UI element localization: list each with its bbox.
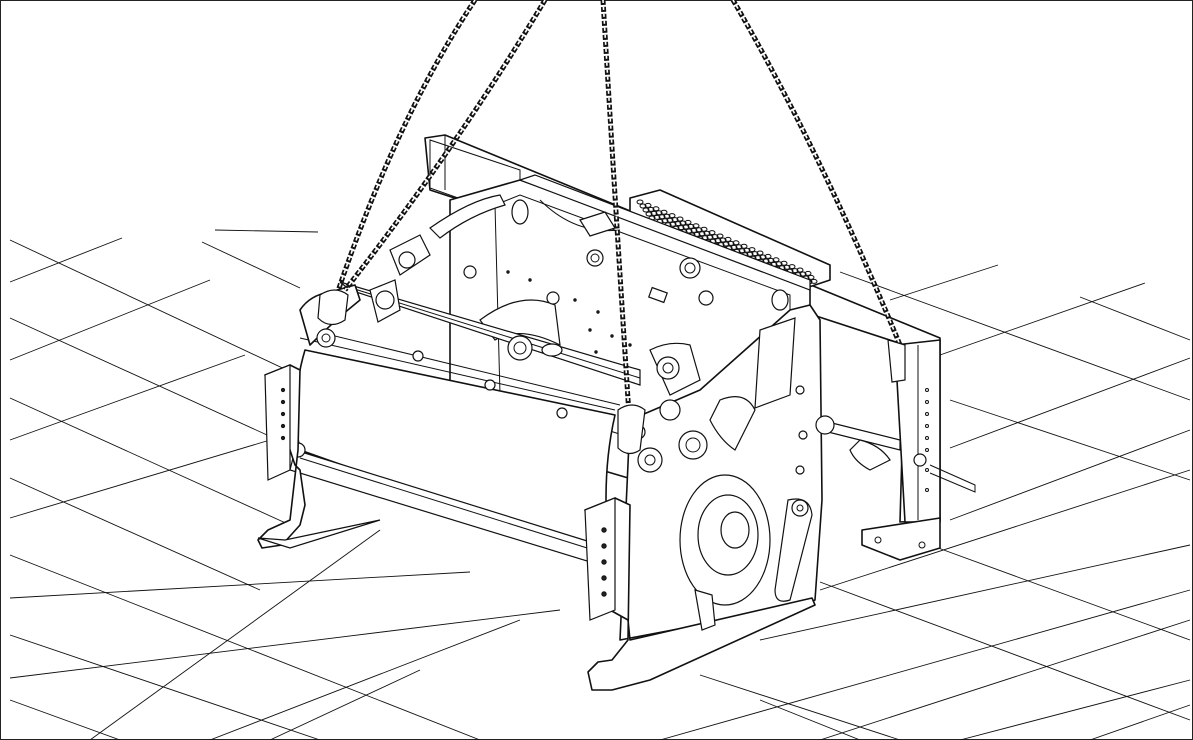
perforation-hole [639,203,647,209]
left-plate-holes [280,387,286,441]
perforation-hole [650,210,658,216]
perforation-hole [645,211,653,217]
perforation-hole [668,213,676,219]
perforation-hole [748,247,756,253]
right-plate-holes [601,527,607,597]
chain-hooks [317,289,906,455]
perforation-hole [719,237,727,243]
perforation-hole [738,248,746,254]
housing-rivets [506,270,632,354]
perforation-hole [698,231,706,237]
perforation-hole [695,227,703,233]
perforation-hole [783,264,791,270]
perforation-hole [690,227,698,233]
perforation-hole [679,220,687,226]
perforation-hole [655,210,663,216]
upper-shaft [339,194,701,396]
perforation-hole [642,207,650,213]
perforation-hole [644,202,652,208]
perforation-hole [666,217,674,223]
perforation-hole [703,230,711,236]
perforation-hole [700,226,708,232]
perforation-hole [724,236,732,242]
rear-shaft [815,415,976,493]
perforation-hole [788,264,796,270]
perforation-hole [660,209,668,215]
rear-frame-bolt [913,453,927,467]
perforation-hole [636,199,644,205]
perforation-hole [780,260,788,266]
perforation-hole [810,278,818,284]
perforation-hole [652,206,660,212]
perforation-hole [714,238,722,244]
perforation-hole [732,240,740,246]
perforation-hole [796,267,804,273]
perforation-hole [730,244,738,250]
perforation-hole [711,234,719,240]
perforation-hole [674,221,682,227]
perforation-hole [772,257,780,263]
perforation-hole [685,228,693,234]
perforation-hole [727,240,735,246]
perforation-hole [647,206,655,212]
floor-grid-right [659,264,1191,740]
perforation-hole [671,217,679,223]
perforation-hole [751,251,759,257]
pivot-hub [678,430,708,460]
perforation-hole [716,233,724,239]
right-end-plate [584,304,823,691]
plate-window [754,317,796,409]
perforation-hole [687,223,695,229]
lifting-chains [332,0,903,431]
perforation-hole [658,214,666,220]
chain-front-right [600,0,633,431]
perforation-hole [743,247,751,253]
perforation-hole [735,244,743,250]
perforation-hole [653,214,661,220]
perforation-hole [684,219,692,225]
perforation-hole [677,225,685,231]
rear-frame-holes [925,388,929,492]
perforation-hole [759,254,767,260]
perforation-hole [661,218,669,224]
perforation-hole [692,223,700,229]
perforation-hole [682,224,690,230]
perforation-hole [722,241,730,247]
perforation-hole [764,253,772,259]
perforation-hole [746,251,754,257]
perforation-hole [799,271,807,277]
perforation-hole [791,268,799,274]
perforation-hole [706,234,714,240]
perforation-hole [775,261,783,267]
perforation-hole [807,274,815,280]
perforation-hole [767,257,775,263]
perforation-hole [663,213,671,219]
perforation-hole [669,221,677,227]
perforation-hole [676,216,684,222]
perforation-hole [756,250,764,256]
perforation-hole [804,270,812,276]
perforation-hole [740,243,748,249]
perforation-hole [708,230,716,236]
